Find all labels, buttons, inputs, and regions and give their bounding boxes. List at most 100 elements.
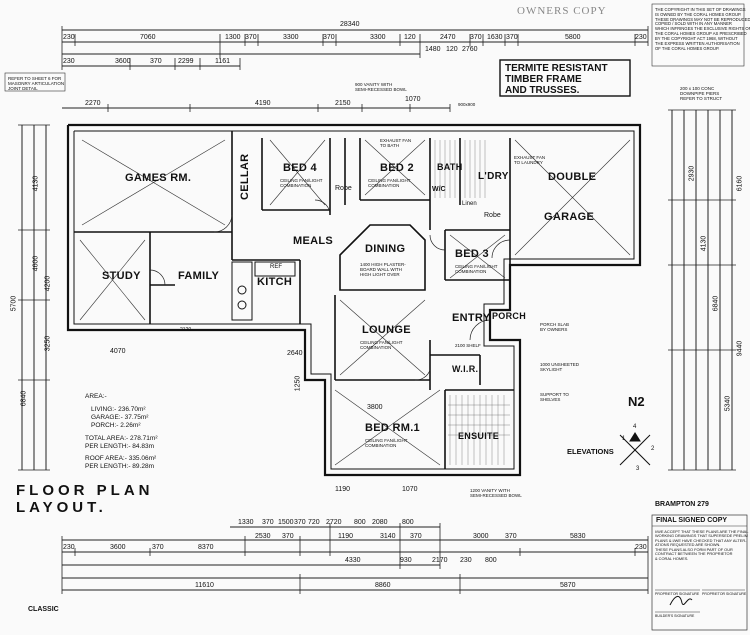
dim-bottom-2-12: 230 [635, 544, 647, 551]
dim-bottom-1-4: 720 [308, 519, 320, 526]
bed2-ceiling-note: CEILING FAN/LIGHT COMBINATION [368, 178, 411, 189]
dim-bottom-2-5: 370 [282, 533, 294, 540]
dim-bottom-1-2: 1500 [278, 519, 294, 526]
area-total: TOTAL AREA:- 278.71m² [85, 434, 158, 442]
skylight-note: 1000 UNSHEETED SKYLIGHT [540, 362, 580, 373]
dim-right-3: 6840 [712, 295, 720, 312]
vanity-note-top: 900 VANITY WITH SEMI-RECESSED BOWL [355, 82, 407, 93]
dim-bottom-1-8: 800 [402, 519, 414, 526]
room-kitch: KITCH [257, 276, 293, 288]
dim-inner-5: 1070 [402, 486, 418, 493]
dim-bottom-1-6: 800 [354, 519, 366, 526]
room-wc: W/C [432, 186, 446, 193]
dim-left-2: 4600 [32, 255, 40, 272]
dim-bottom-3-4: 800 [485, 557, 497, 564]
dim-top-1-1: 7060 [140, 34, 156, 41]
dim-top-4-0: 2270 [85, 100, 101, 107]
bedrm1-ceiling-note: CEILING FAN/LIGHT COMBINATION [365, 438, 408, 449]
refer-note: REFER TO SHEET 6 FOR MASONRY ARTICULATIO… [8, 76, 65, 92]
area-garage: GARAGE:- 37.75m² [91, 414, 149, 422]
room-wir: W.I.R. [452, 364, 479, 374]
dim-bottom-2-3: 8370 [198, 544, 214, 551]
elevations-label: ELEVATIONS [567, 447, 614, 456]
copyright-note: THE COPYRIGHT IN THIS SET OF DRAWINGS IS… [655, 7, 750, 51]
room-bath: BATH [437, 162, 463, 172]
dim-right-1: 9440 [736, 340, 744, 357]
room-meals: MEALS [293, 235, 333, 247]
plan-title-line-1: FLOOR PLAN [16, 482, 154, 499]
lounge-ceiling-note: CEILING FAN/LIGHT COMBINATION [360, 340, 403, 351]
dim-top-1-12: 5800 [565, 34, 581, 41]
dim-bottom-2-8: 370 [410, 533, 422, 540]
dim-top-overall: 28340 [340, 21, 360, 28]
dim-bottom-2-10: 370 [505, 533, 517, 540]
dim-right-0: 6160 [736, 175, 744, 192]
dim-top-2-0: 230 [63, 58, 75, 65]
dim-top-1-6: 3300 [370, 34, 386, 41]
dim-top-1-0: 230 [63, 34, 75, 41]
ref-label: REF [270, 264, 282, 270]
dim-bottom-2-0: 230 [63, 544, 75, 551]
room-bed4: BED 4 [283, 162, 317, 174]
dim-top-4-2: 2150 [335, 100, 351, 107]
area-porch: PORCH:- 2.26m² [91, 422, 141, 430]
area-per-length-2: PER LENGTH:- 89.28m [85, 462, 154, 470]
dim-bottom-overall-1: 11610 [195, 582, 214, 589]
dim-bottom-1-7: 2080 [372, 519, 388, 526]
sign-label-1: PROPRIETOR SIGNATURE [655, 592, 700, 596]
dim-top-4-3: 1070 [405, 96, 421, 103]
termite-line-1: TERMITE RESISTANT [505, 63, 608, 74]
bed3-ceiling-note: CEILING FAN/LIGHT COMBINATION [455, 264, 498, 275]
dim-bottom-2-9: 3000 [473, 533, 489, 540]
support-note: SUPPORT TO SHELVES [540, 392, 569, 403]
pier-note: 200 x 100 CONC DOWNPIPE PIERS REFER TO S… [680, 86, 723, 102]
sign-label-3: BUILDER'S SIGNATURE [655, 614, 695, 618]
final-signed-text: I/WE ACCEPT THAT THESE PLANS ARE THE FIN… [655, 529, 749, 561]
room-entry: ENTRY [452, 312, 491, 324]
dim-right-4: 4130 [700, 235, 708, 252]
dim-bottom-2-2: 370 [152, 544, 164, 551]
room-dining: DINING [365, 243, 406, 255]
dim-top-2-2: 370 [150, 58, 162, 65]
dim-inner-3: 3800 [367, 404, 383, 411]
dim-top-3-2: 2760 [462, 46, 478, 53]
dim-inner-4: 1190 [335, 486, 351, 493]
dim-top-2-4: 1161 [215, 58, 231, 65]
room-ldry: L'DRY [478, 171, 509, 182]
dim-bottom-3-2: 2170 [432, 557, 448, 564]
room-ensuite: ENSUITE [458, 431, 500, 441]
dim-left-4: 3250 [44, 335, 52, 352]
dim-bottom-3-1: 930 [400, 557, 412, 564]
dim-bottom-2-6: 1190 [338, 533, 354, 540]
room-garage: GARAGE [544, 211, 595, 223]
dim-inner-2: 1250 [294, 375, 302, 392]
dining-note: 1400 HIGH PLASTER- BOARD WALL WITH HIGH … [360, 262, 406, 278]
dim-top-1-9: 370 [470, 34, 482, 41]
room-bed2: BED 2 [380, 162, 414, 174]
dim-top-1-11: 370 [506, 34, 518, 41]
north-label: N2 [628, 394, 645, 409]
area-heading: AREA:- [85, 393, 107, 400]
room-bed3: BED 3 [455, 248, 489, 260]
area-per-length-1: PER LENGTH:- 84.83m [85, 442, 154, 450]
dim-top-2-3: 2299 [178, 58, 194, 65]
dim-top-1-13: 230 [635, 34, 647, 41]
dim-bottom-2-7: 3140 [380, 533, 396, 540]
final-signed-heading: FINAL SIGNED COPY [656, 517, 728, 524]
dim-left-3: 4130 [32, 175, 40, 192]
dim-right-5: 2930 [688, 165, 696, 182]
dim-top-4-4: 900x900 [458, 102, 476, 107]
dim-top-1-4: 3300 [283, 34, 299, 41]
dim-bottom-1-5: 2720 [326, 519, 342, 526]
dim-top-3-0: 1480 [425, 46, 441, 53]
area-summary: AREA:- LIVING:- 236.70m² GARAGE:- 37.75m… [85, 393, 158, 471]
range-name: CLASSIC [28, 606, 59, 613]
model-name: BRAMPTON 279 [655, 501, 709, 508]
elev-2: 2 [651, 446, 655, 452]
elev-4: 4 [633, 424, 637, 430]
dim-top-2-1: 3600 [115, 58, 131, 65]
dim-bottom-2-1: 3600 [110, 544, 126, 551]
room-bedrm1: BED RM.1 [365, 422, 420, 434]
dim-bottom-3-3: 230 [460, 557, 472, 564]
robe-label-1: Robe [335, 185, 352, 192]
